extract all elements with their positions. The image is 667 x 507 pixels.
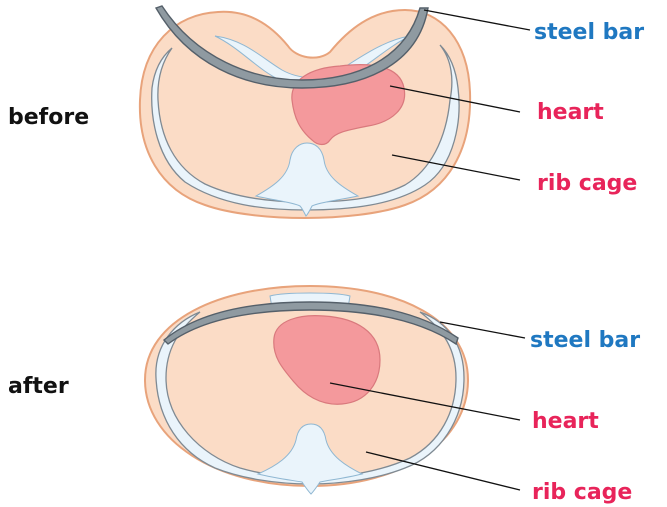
after-cross-section	[145, 286, 468, 494]
after-steel-bar-label: steel bar	[530, 328, 640, 353]
before-heart-label: heart	[537, 100, 604, 125]
after-heart-label: heart	[532, 409, 599, 434]
before-steel-bar-label: steel bar	[534, 20, 644, 45]
before-side-label: before	[8, 105, 89, 130]
after-rib-cage-label: rib cage	[532, 480, 632, 505]
before-rib-cage-label: rib cage	[537, 171, 637, 196]
before-cross-section	[140, 6, 470, 218]
after-side-label: after	[8, 374, 69, 399]
